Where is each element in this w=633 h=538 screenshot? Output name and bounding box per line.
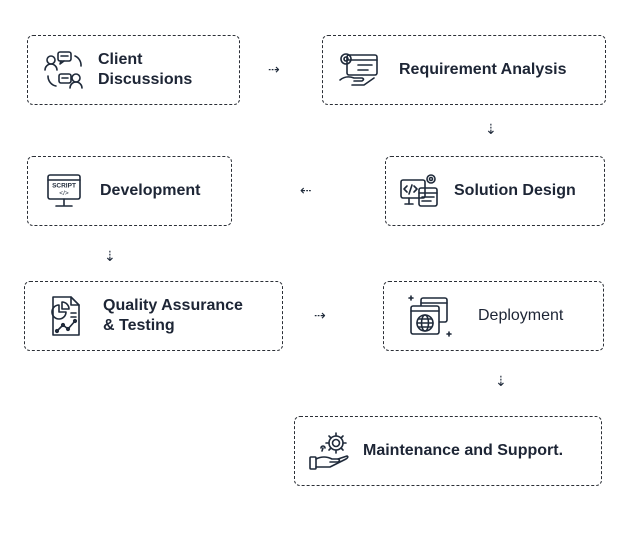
script-text: SCRIPT bbox=[52, 183, 76, 190]
browser-globe-icon bbox=[404, 292, 456, 340]
arrow-down-2: ⇣ bbox=[104, 249, 116, 265]
arrow-right-1: ⇢ bbox=[268, 62, 280, 78]
arrow-left-1: ⇠ bbox=[300, 183, 312, 199]
step-maintenance-support: Maintenance and Support. bbox=[294, 416, 602, 486]
step-solution-design: Solution Design bbox=[385, 156, 605, 226]
step-development: SCRIPT </> Development bbox=[27, 156, 232, 226]
step-deployment: Deployment bbox=[383, 281, 604, 351]
step-label: Quality Assurance & Testing bbox=[103, 297, 243, 334]
gear-hand-icon bbox=[307, 431, 355, 471]
step-quality-assurance: Quality Assurance & Testing bbox=[24, 281, 283, 351]
step-label: Solution Design bbox=[454, 182, 576, 199]
step-label: Development bbox=[100, 182, 201, 199]
discussion-icon bbox=[40, 50, 88, 90]
arrow-right-2: ⇢ bbox=[314, 308, 326, 324]
step-label: Maintenance and Support. bbox=[363, 442, 564, 459]
step-requirement-analysis: Requirement Analysis bbox=[322, 35, 606, 105]
step-label: Requirement Analysis bbox=[399, 61, 567, 78]
script-monitor-icon: SCRIPT </> bbox=[42, 172, 86, 210]
step-client-discussions: Client Discussions bbox=[27, 35, 240, 105]
step-label: Deployment bbox=[478, 307, 564, 324]
arrow-down-1: ⇣ bbox=[485, 122, 497, 138]
analysis-icon bbox=[337, 52, 381, 88]
step-label: Client Discussions bbox=[98, 51, 193, 88]
report-chart-icon bbox=[43, 295, 87, 337]
code-text: </> bbox=[59, 190, 69, 197]
design-icon bbox=[398, 172, 442, 210]
arrow-down-3: ⇣ bbox=[495, 374, 507, 390]
